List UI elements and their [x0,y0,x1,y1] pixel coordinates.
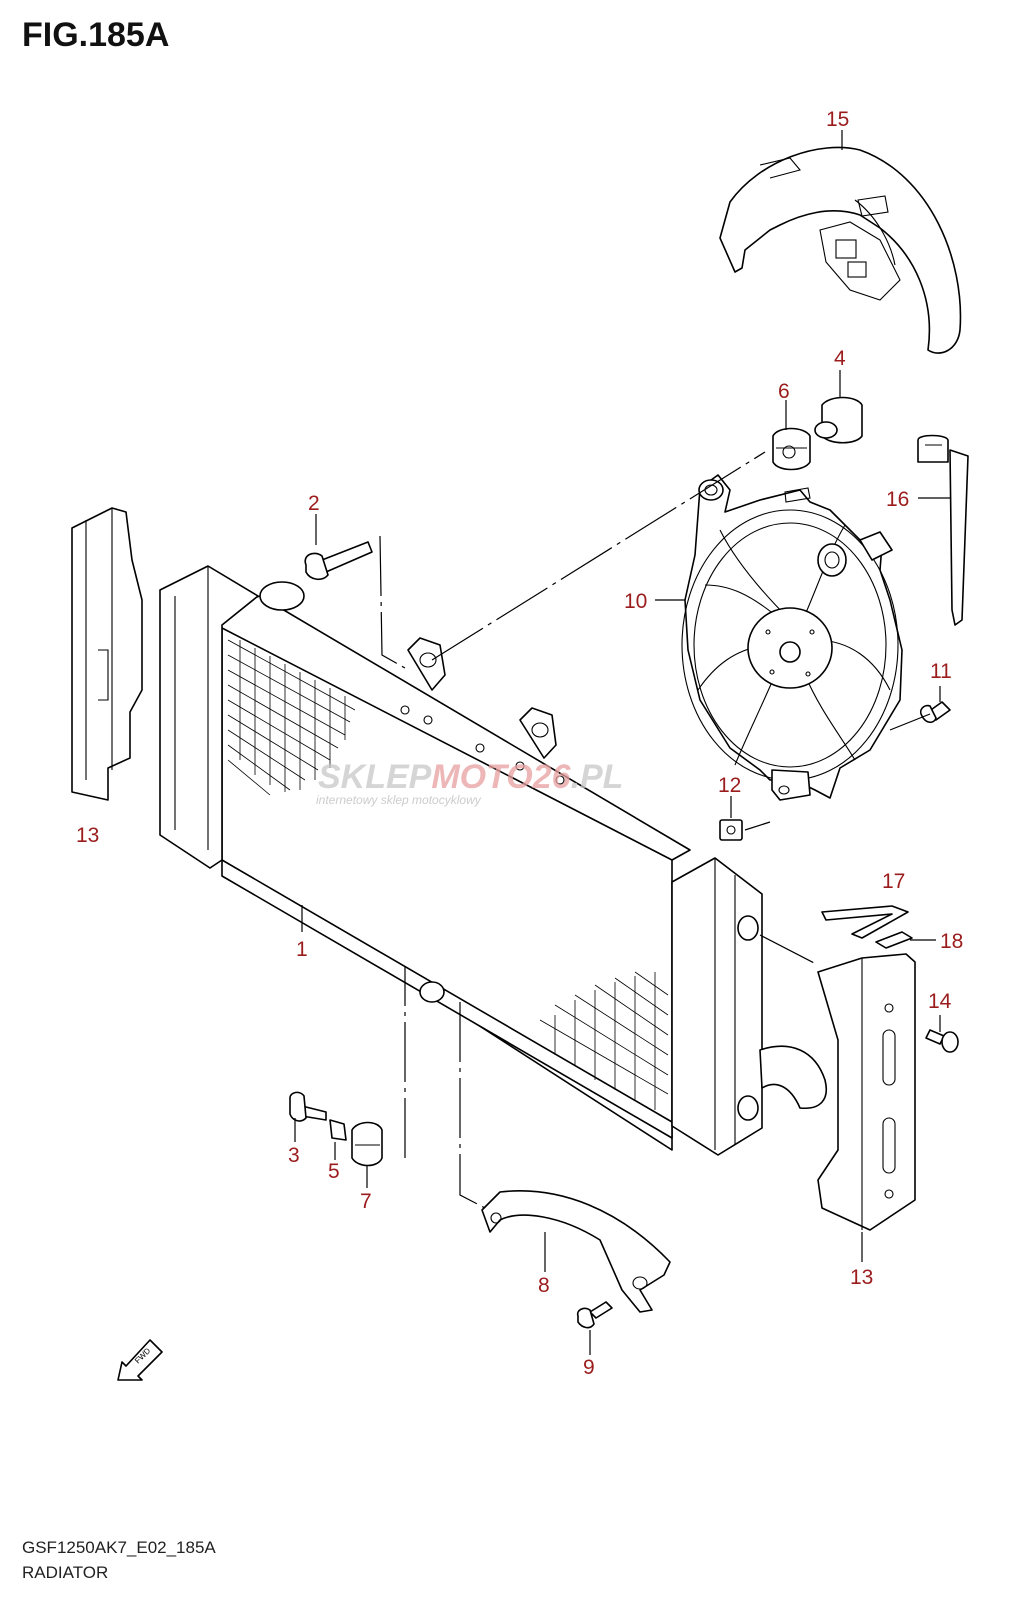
callout-10: 10 [624,590,647,613]
figure-title: FIG.185A [22,16,170,54]
part-fan-cover [719,146,962,354]
callout-2: 2 [308,492,320,515]
part-clip-nut [719,819,743,841]
callout-13-right: 13 [850,1266,873,1289]
part-bolt-bottom [289,1091,327,1122]
callout-12: 12 [718,774,741,797]
callout-16: 16 [886,488,909,511]
watermark-part2: MOTO [431,758,532,796]
callout-7: 7 [360,1190,372,1213]
part-grommet-lower [351,1121,383,1167]
part-side-cover-right [817,953,916,1231]
part-cushion-pad [875,931,913,949]
callout-4: 4 [834,347,846,370]
part-rubber-bushing [814,396,863,444]
callout-1: 1 [296,938,308,961]
callout-labels: 15 4 6 16 2 10 13 11 12 1 17 18 14 3 5 7… [76,108,963,1379]
watermark: SKLEPMOTO26.PL internetowy sklep motocyk… [316,758,623,807]
callout-13-left: 13 [76,824,99,847]
part-collar [329,1119,347,1141]
part-wire-clamp [917,434,969,626]
leader-lines [294,130,950,1355]
radiator-fins-lower [539,971,669,1110]
part-bolt-bracket [576,1301,613,1329]
figure-code: GSF1250AK7_E02_185A [22,1538,216,1557]
radiator-fins-upper [227,639,356,796]
callout-8: 8 [538,1274,550,1297]
section-name: RADIATOR [22,1563,109,1582]
part-bolt-top [304,541,373,581]
svg-text:SKLEPMOTO26.PL: SKLEPMOTO26.PL [318,758,623,796]
fwd-arrow-icon: FWD [117,1339,163,1381]
part-screw-right [925,1029,959,1053]
callout-6: 6 [778,380,790,403]
part-lower-bracket [481,1190,671,1313]
callout-11: 11 [930,660,952,683]
part-radiator [159,565,827,1156]
part-bolt-fan [919,701,951,724]
callout-9: 9 [583,1356,595,1379]
watermark-tagline: internetowy sklep motocyklowy [316,793,482,807]
part-side-cover-left [71,507,143,801]
part-cooling-fan [681,474,903,801]
watermark-part1: SKLEP [318,758,432,796]
callout-15: 15 [826,108,849,131]
part-grommet-upper [772,427,811,471]
callout-17: 17 [882,870,905,893]
callout-14: 14 [928,990,952,1013]
watermark-part4: .PL [571,758,624,796]
callout-5: 5 [328,1160,340,1183]
part-seal-strip [821,905,909,939]
callout-3: 3 [288,1144,300,1167]
watermark-part3: 26 [532,758,572,796]
callout-18: 18 [940,930,963,953]
